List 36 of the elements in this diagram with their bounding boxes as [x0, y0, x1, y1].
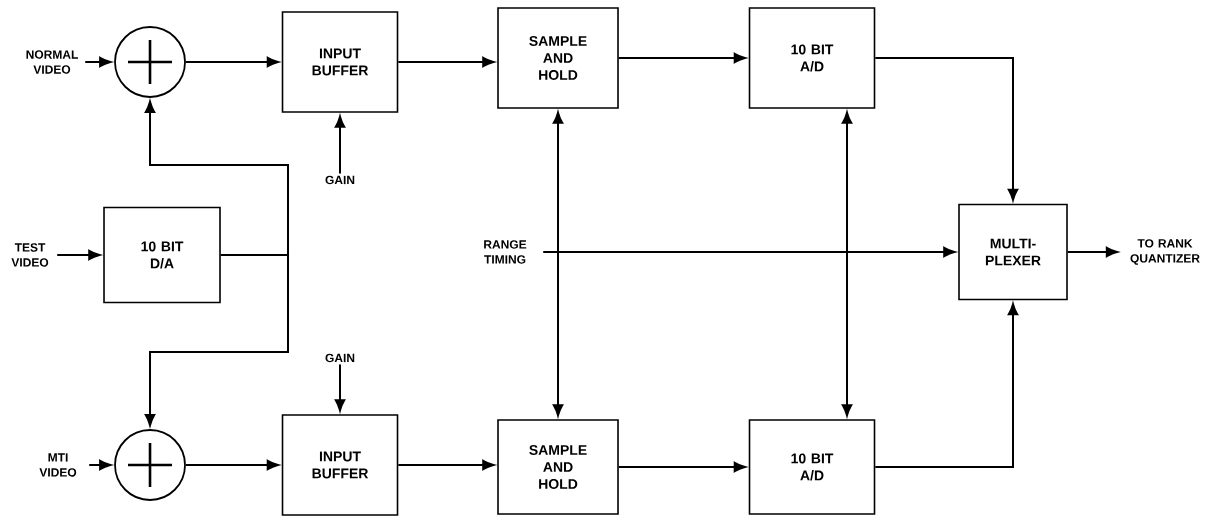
- arrow: [184, 459, 279, 471]
- arrow: [397, 459, 495, 471]
- block-box: 10 BIT D/A: [103, 206, 221, 304]
- arrow: [552, 111, 564, 417]
- arrow: [84, 56, 112, 68]
- arrow: [542, 246, 956, 258]
- block-box: SAMPLE AND HOLD: [497, 7, 619, 109]
- arrow: [184, 56, 279, 68]
- arrow: [617, 461, 746, 473]
- arrow: [617, 52, 746, 64]
- arrow: [1066, 246, 1118, 258]
- signal-label: RANGE TIMING: [484, 240, 527, 264]
- block-box: SAMPLE AND HOLD: [497, 419, 619, 515]
- arrow: [334, 115, 346, 175]
- arrow: [334, 363, 346, 412]
- signal-label: NORMAL VIDEO: [26, 50, 78, 74]
- block-box: 10 BIT A/D: [748, 7, 876, 109]
- arrow: [874, 57, 1019, 201]
- arrow: [144, 254, 289, 427]
- signal-label: GAIN: [325, 175, 355, 185]
- summing-junction: [114, 26, 186, 98]
- arrow: [874, 303, 1019, 468]
- signal-label: MTI VIDEO: [39, 453, 77, 477]
- arrow: [88, 459, 112, 471]
- signal-label: TO RANK QUANTIZER: [1130, 239, 1200, 265]
- arrow: [841, 111, 853, 417]
- arrow: [397, 56, 495, 68]
- summing-junction: [114, 429, 186, 501]
- block-box: INPUT BUFFER: [281, 414, 399, 516]
- block-box: 10 BIT A/D: [748, 419, 876, 515]
- block-box: MULTI- PLEXER: [958, 203, 1068, 301]
- signal-label: TEST VIDEO: [11, 243, 49, 267]
- block-box: INPUT BUFFER: [281, 11, 399, 113]
- arrow: [56, 249, 101, 261]
- signal-label: GAIN: [325, 353, 355, 363]
- arrow: [144, 100, 289, 256]
